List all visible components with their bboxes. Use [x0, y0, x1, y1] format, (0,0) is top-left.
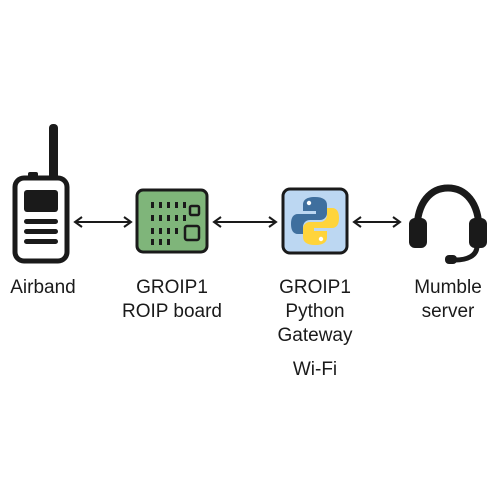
python-logo-icon	[281, 187, 349, 255]
arrow-radio-board	[73, 216, 133, 228]
mumble-server-label: Mumble server	[396, 276, 500, 324]
handheld-radio-icon	[12, 124, 70, 264]
roip-board-label: GROIP1 ROIP board	[112, 276, 232, 324]
python-gateway-node	[281, 187, 349, 255]
radio-label: Airband	[0, 276, 86, 300]
python-gateway-label-line3: Gateway	[277, 325, 353, 346]
wifi-label-text: Wi-Fi	[292, 359, 338, 380]
arrow-gateway-mumble	[352, 216, 402, 228]
circuit-board-icon	[135, 188, 209, 254]
mumble-server-label-line1: Mumble	[414, 277, 482, 298]
roip-board-node	[135, 188, 209, 254]
wifi-label: Wi-Fi	[255, 358, 375, 382]
python-gateway-label: GROIP1 Python Gateway	[255, 276, 375, 348]
mumble-server-node	[405, 180, 491, 266]
python-gateway-label-line1: GROIP1	[279, 277, 351, 298]
arrow-board-gateway	[212, 216, 278, 228]
mumble-server-label-line2: server	[421, 301, 475, 322]
roip-board-label-line1: GROIP1	[136, 277, 208, 298]
headset-icon	[409, 184, 487, 264]
python-gateway-label-line2: Python	[285, 301, 345, 322]
radio-node	[10, 120, 72, 265]
roip-board-label-line2: ROIP board	[122, 301, 222, 322]
radio-label-text: Airband	[10, 277, 76, 298]
